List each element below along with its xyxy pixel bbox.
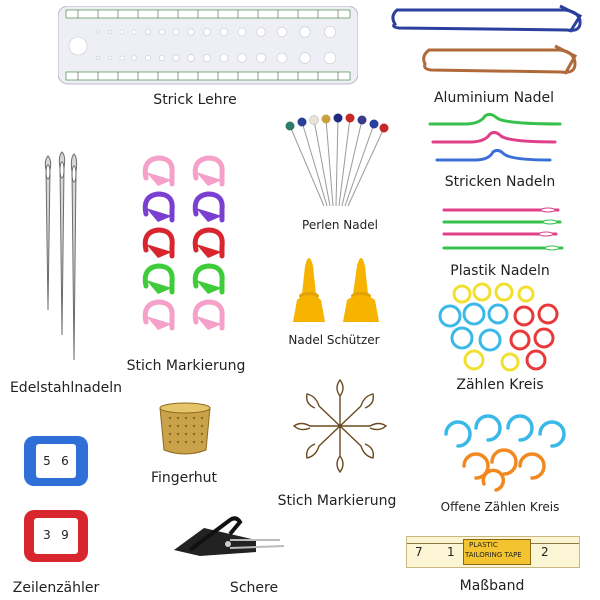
needle-protectors: [285, 246, 395, 326]
knitting-gauge: [58, 6, 358, 86]
tape-measure: 7 1 PLASTIC TAILORING TAPE 2: [406, 536, 580, 568]
tape-number-right: 2: [541, 545, 549, 559]
label-fingerhut: Fingerhut: [150, 470, 218, 486]
tape-brand-bottom: TAILORING TAPE: [465, 551, 522, 559]
cable-needles: [425, 112, 565, 172]
tape-number-left: 7: [415, 545, 423, 559]
counter-digit-right: 9: [61, 528, 69, 542]
label-perlen-nadel: Perlen Nadel: [302, 218, 378, 232]
tape-brand-top: PLASTIC: [469, 541, 498, 549]
aluminium-pins: [385, 2, 585, 82]
tape-number-mid: 1: [447, 545, 455, 559]
stainless-needles: [36, 150, 86, 370]
label-schere: Schere: [229, 580, 279, 596]
scissors: [170, 510, 290, 570]
label-aluminium-nadel: Aluminium Nadel: [433, 90, 555, 106]
label-zeilenzaehler: Zeilenzähler: [12, 580, 100, 596]
counter-digit-left: 5: [43, 454, 51, 468]
stitch-markers-pins: [285, 366, 395, 486]
pearl-pins: [282, 110, 392, 210]
counter-digit-left: 3: [43, 528, 51, 542]
label-stricken-nadeln: Stricken Nadeln: [444, 174, 556, 190]
label-zaehlen-kreis: Zählen Kreis: [456, 377, 544, 393]
open-counting-rings: [436, 404, 566, 494]
label-offene-zaehlen-kreis: Offene Zählen Kreis: [440, 500, 560, 514]
label-strick-lehre: Strick Lehre: [153, 92, 237, 108]
label-plastik-nadeln: Plastik Nadeln: [450, 263, 550, 279]
row-counter-blue: 5 6: [24, 436, 88, 486]
label-stich-markierung-1: Stich Markierung: [126, 358, 246, 374]
label-edelstahlnadeln: Edelstahlnadeln: [9, 380, 123, 396]
counting-rings: [436, 282, 566, 374]
stitch-markers-locking: [138, 152, 238, 342]
label-stich-markierung-2: Stich Markierung: [277, 493, 397, 509]
plastic-needles: [438, 202, 568, 258]
label-massband: Maßband: [459, 578, 525, 594]
label-nadel-schuetzer: Nadel Schützer: [288, 333, 380, 347]
row-counter-red: 3 9: [24, 510, 88, 562]
counter-digit-right: 6: [61, 454, 69, 468]
thimble: [152, 400, 218, 460]
